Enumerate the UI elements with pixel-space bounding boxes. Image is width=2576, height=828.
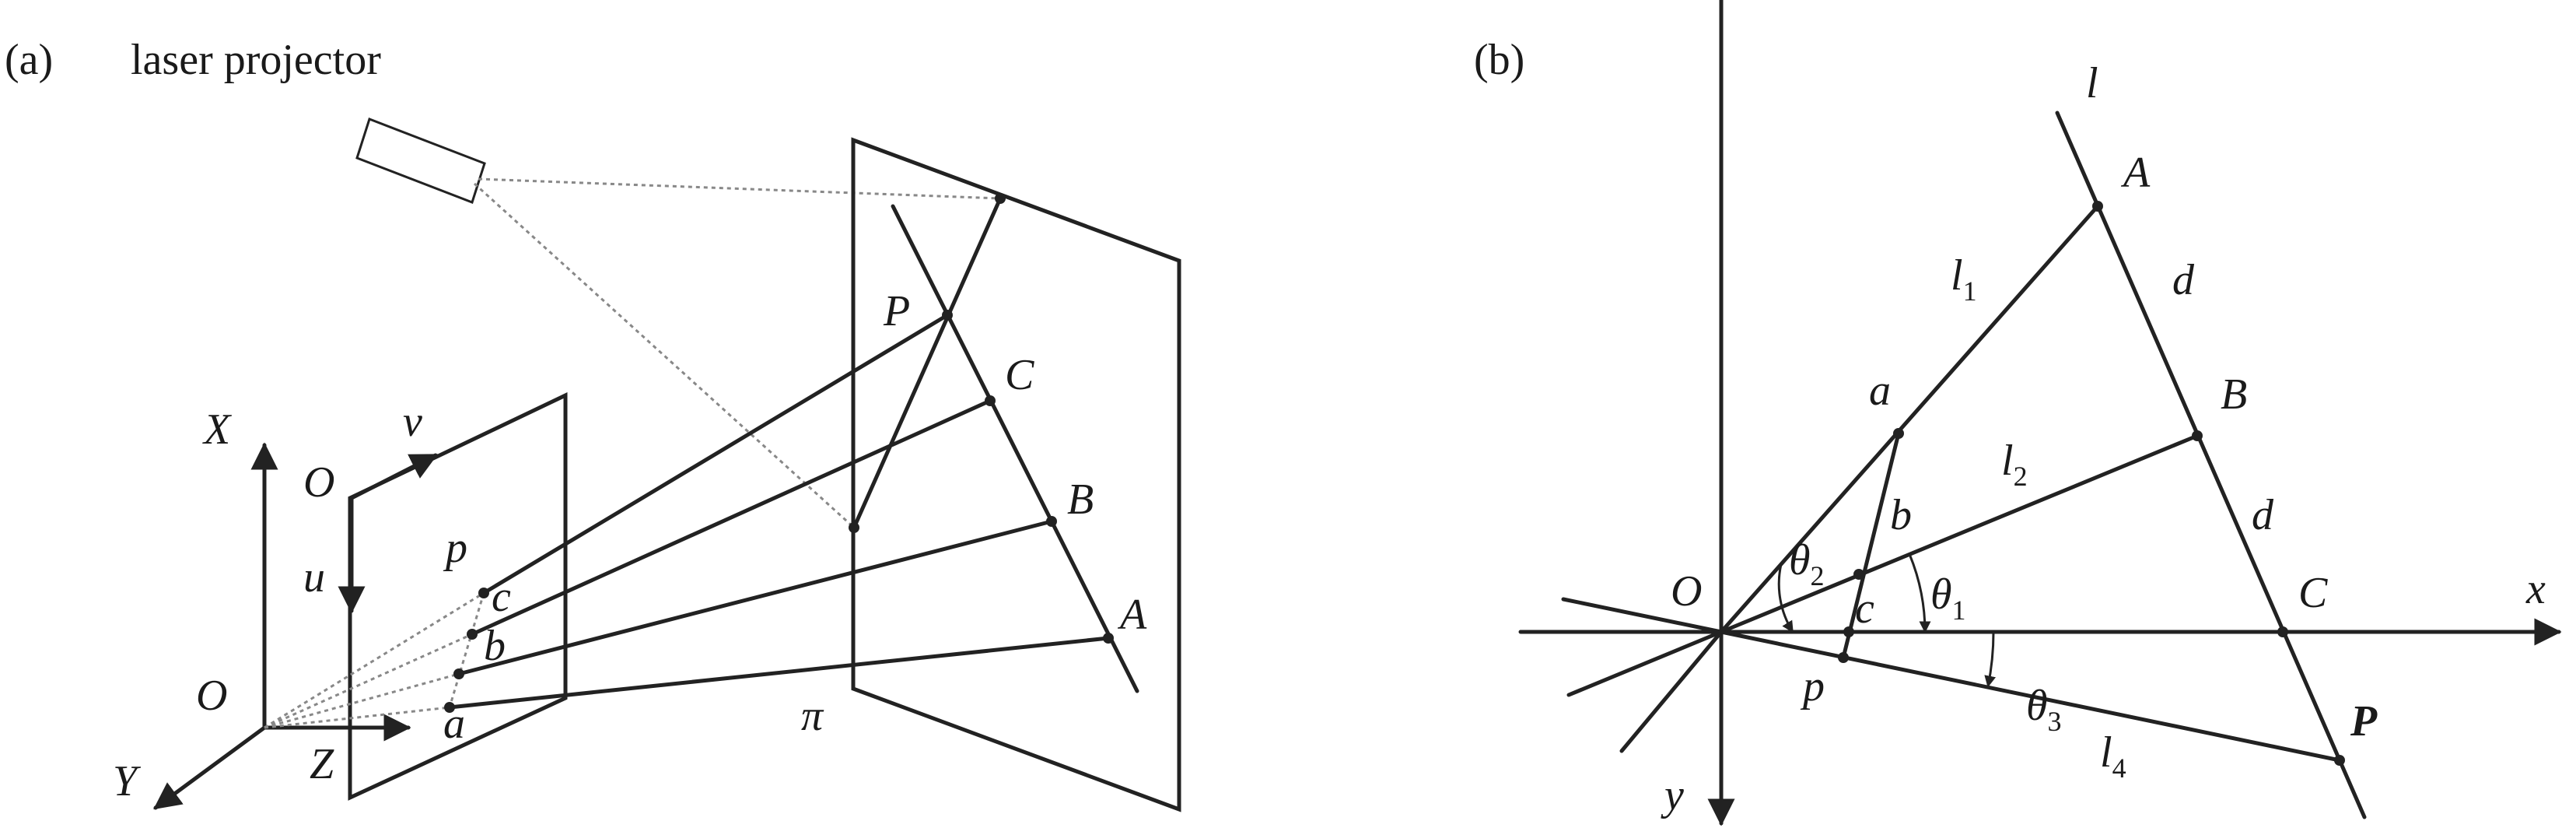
angle-theta3-sub: 3 — [2048, 706, 2062, 737]
origin-b-label: O — [1671, 567, 1702, 616]
image-point-connector — [448, 592, 485, 708]
image-point-b — [467, 629, 478, 640]
point-a-b-label: a — [1869, 367, 1891, 415]
angle-theta3-label: θ3 — [2026, 682, 2062, 737]
image-point-p-label: p — [443, 524, 467, 572]
line-l4 — [1719, 630, 2342, 763]
angle-theta2-label: θ2 — [1789, 536, 1825, 591]
image-origin-label: O — [303, 458, 334, 507]
line-l2 — [1719, 433, 2200, 634]
angle-theta1-base: θ — [1930, 570, 1952, 619]
ray-mid-B — [457, 519, 1054, 676]
axis-y-arrow — [153, 725, 267, 810]
extension-l2 — [1566, 630, 1724, 697]
line-l4-sub: 4 — [2112, 753, 2126, 784]
angle-theta1-arc — [1908, 553, 1931, 633]
point-C-b-label: C — [2298, 569, 2328, 617]
scene-point-P — [942, 310, 953, 321]
image-point-a — [444, 702, 455, 713]
axis-x-b-label: x — [2525, 565, 2546, 613]
scene-point-bottom — [849, 522, 859, 533]
scene-plane-label: π — [801, 692, 824, 740]
scene-plane — [851, 137, 1181, 812]
extension-l1 — [1619, 630, 1724, 753]
distance-BC-label: d — [2252, 491, 2274, 539]
laser-line-cross — [852, 196, 1003, 530]
line-l1 — [1719, 204, 2100, 634]
ray-o-b — [264, 633, 473, 729]
scene-point-C-label: C — [1005, 351, 1034, 399]
image-point-mid — [453, 668, 464, 679]
line-l2-base: l — [2001, 437, 2014, 485]
axis-y-b-label: y — [1661, 771, 1684, 819]
scene-point-B — [1046, 516, 1057, 527]
line-l1-label: l1 — [1951, 251, 1977, 307]
point-C-b — [2277, 626, 2288, 637]
panel-a-tag: (a) — [5, 36, 53, 84]
point-A-b — [2092, 201, 2103, 212]
angle-theta2-base: θ — [1789, 536, 1811, 584]
scene-point-P-label: P — [883, 287, 910, 335]
image-plane — [348, 392, 568, 801]
laser-line-main — [891, 204, 1139, 693]
point-p-b-label: p — [1800, 662, 1825, 710]
ray-b-C — [470, 398, 992, 637]
image-point-c — [478, 588, 489, 598]
scene-point-C — [985, 395, 996, 406]
scene-point-B-label: B — [1067, 475, 1094, 524]
panel-b: (b) x y O l A B C P — [1474, 0, 2562, 826]
line-l4-base: l — [2100, 728, 2112, 777]
axis-z-label: Z — [310, 740, 334, 788]
line-l1-sub: 1 — [1963, 275, 1977, 307]
image-point-a-label: a — [443, 700, 465, 748]
image-axis-v-arrow — [349, 453, 439, 500]
angle-theta2-arc — [1777, 563, 1794, 633]
point-B-b — [2192, 430, 2203, 441]
scene-point-top — [995, 193, 1006, 204]
image-point-c-label: c — [492, 573, 511, 621]
angle-theta3-arc — [1984, 631, 1997, 688]
projector-ray-top — [478, 177, 1001, 200]
scene-point-A-label: A — [1117, 591, 1147, 639]
line-l — [2055, 111, 2367, 819]
world-origin-label: O — [196, 672, 227, 720]
angle-theta1-sub: 1 — [1952, 595, 1966, 626]
point-b-b — [1853, 569, 1864, 580]
ray-c-P — [481, 313, 950, 595]
image-axis-u-label: u — [303, 553, 325, 602]
segment-a-p — [1841, 431, 1901, 660]
image-point-b-label: b — [484, 622, 506, 670]
line-l4-label: l4 — [2100, 728, 2126, 784]
line-l2-sub: 2 — [2014, 461, 2028, 492]
ray-o-mid — [264, 672, 460, 729]
point-B-b-label: B — [2221, 370, 2247, 419]
angle-theta1-label: θ1 — [1930, 570, 1966, 626]
panel-a: (a) laser projector X Z Y O O v u — [5, 36, 1181, 812]
point-b-b-label: b — [1890, 491, 1912, 539]
angle-theta3-base: θ — [2026, 682, 2048, 730]
point-P-b-label: P — [2350, 697, 2378, 746]
angle-theta2-sub: 2 — [1811, 560, 1825, 591]
point-c-b-label: c — [1855, 584, 1874, 633]
extension-l4 — [1561, 597, 1724, 634]
point-A-b-label: A — [2120, 149, 2151, 197]
ray-a-A — [447, 636, 1111, 710]
line-l1-base: l — [1951, 251, 1963, 300]
distance-AB-label: d — [2172, 256, 2195, 304]
laser-projector-label: laser projector — [131, 36, 381, 84]
panel-b-tag: (b) — [1474, 36, 1524, 84]
axis-y-label: Y — [113, 757, 142, 805]
point-c-b — [1843, 626, 1854, 637]
point-a-b — [1893, 428, 1904, 439]
line-l-label: l — [2086, 59, 2098, 107]
line-l2-label: l2 — [2001, 437, 2028, 492]
scene-point-A — [1103, 633, 1114, 644]
point-P-b — [2334, 755, 2345, 766]
point-p-b — [1838, 652, 1849, 663]
axis-x-label: X — [202, 405, 233, 454]
projector-ray-bottom — [473, 182, 856, 529]
image-axis-v-label: v — [403, 398, 422, 446]
laser-projector-icon — [355, 118, 486, 204]
